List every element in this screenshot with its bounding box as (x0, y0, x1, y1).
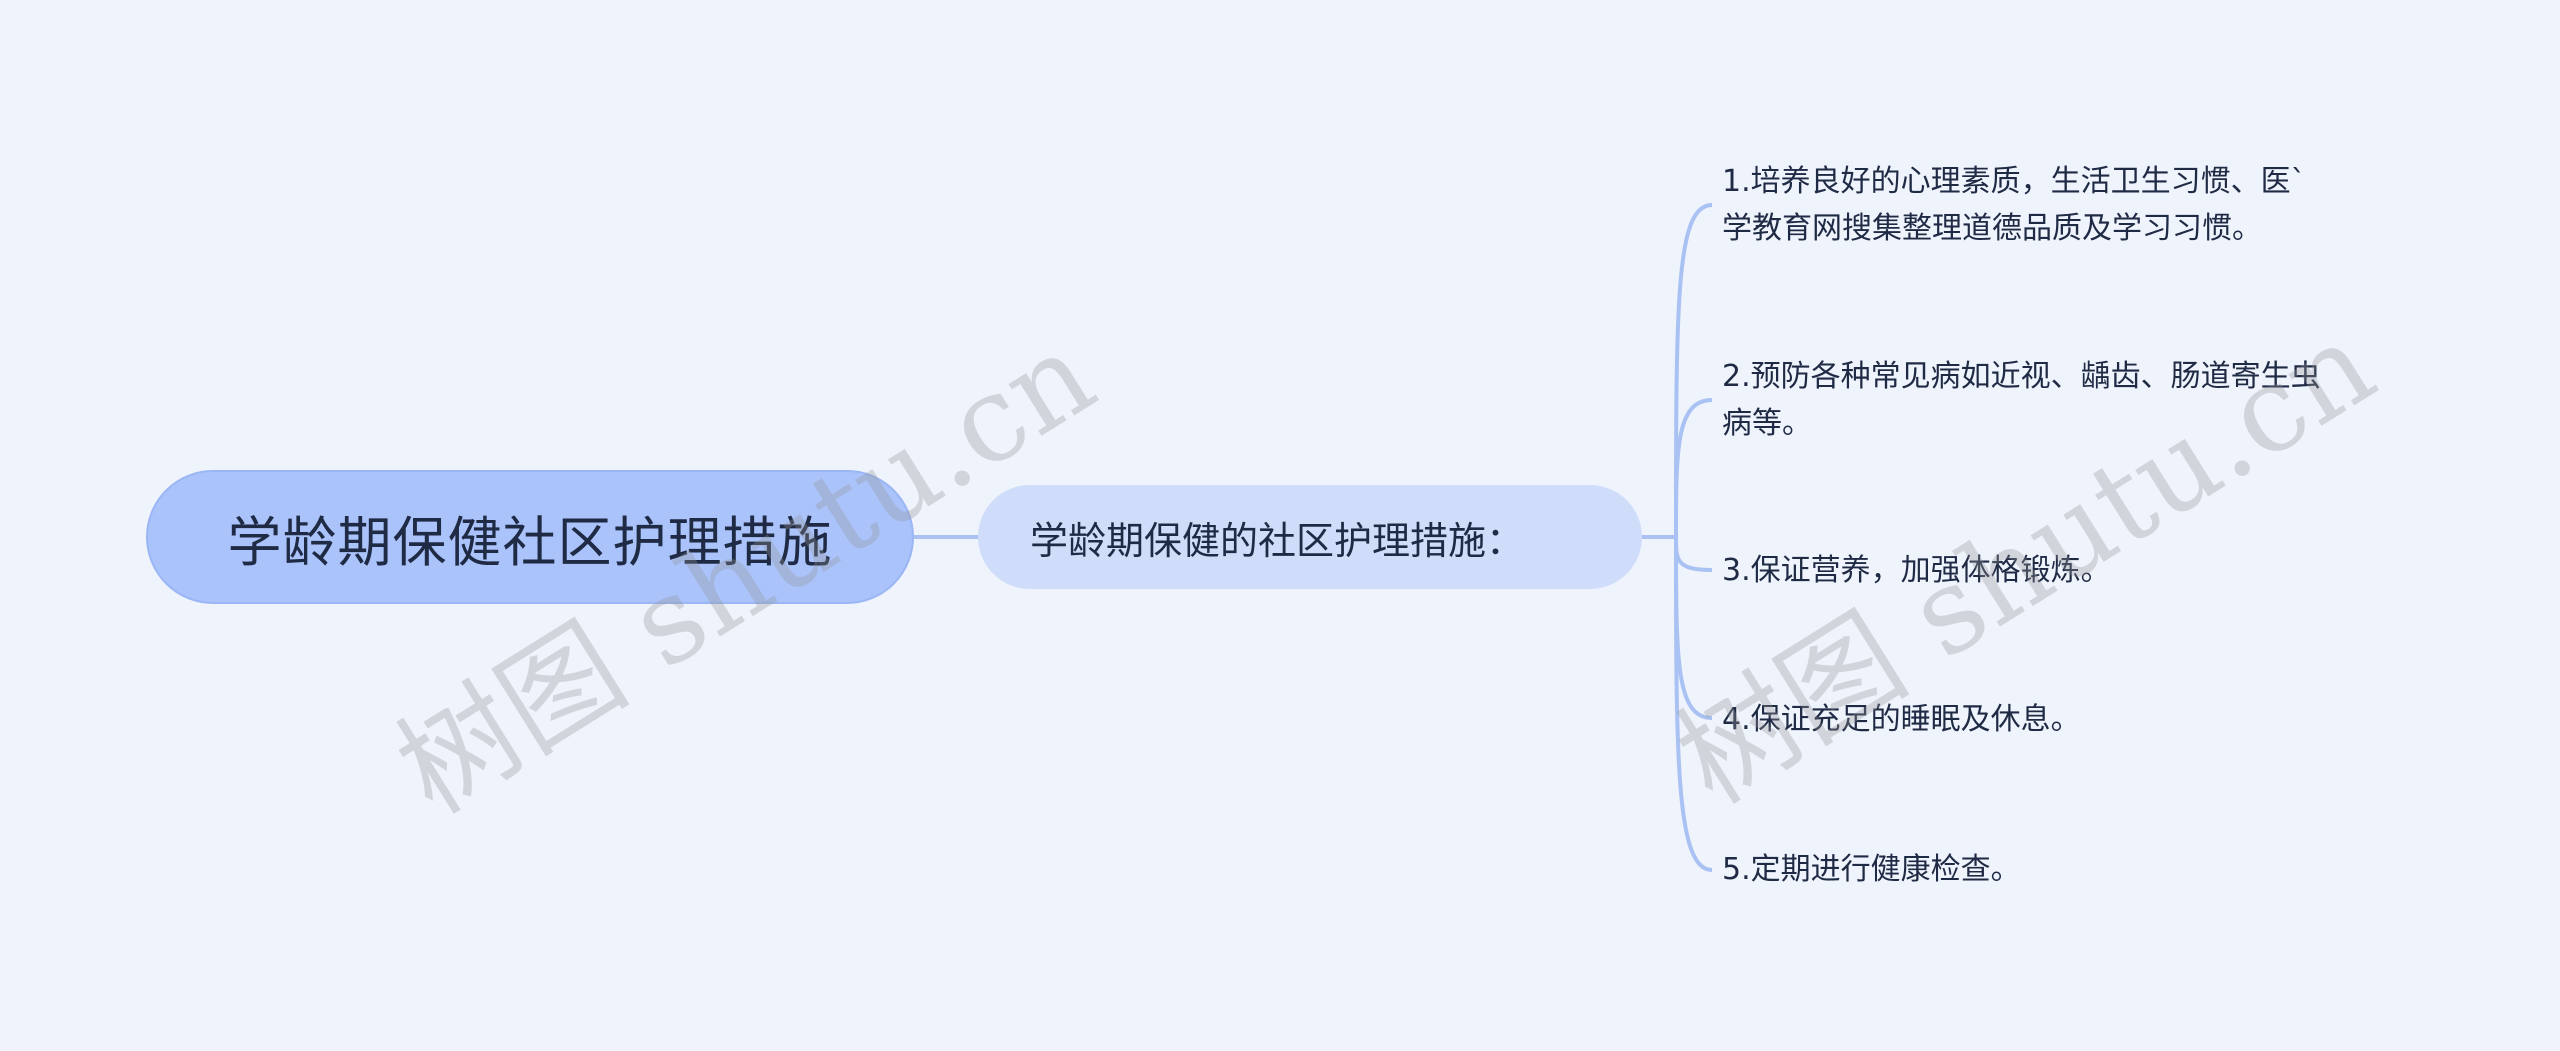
topic-node-label: 学龄期保健的社区护理措施： (1030, 518, 1525, 563)
leaf-5-line-1: 5.定期进行健康检查。 (1722, 852, 2021, 887)
leaf-node-3[interactable]: 3.保证营养，加强体格锻炼。 (1722, 547, 2111, 594)
root-node-label: 学龄期保健社区护理措施 (227, 510, 833, 574)
root-node[interactable]: 学龄期保健社区护理措施 (146, 470, 914, 604)
leaf-1-line-2: 学教育网搜集整理道德品质及学习习惯。 (1722, 211, 2262, 246)
branch-connector-3 (1674, 536, 1713, 572)
leaf-2-line-1: 2.预防各种常见病如近视、龋齿、肠道寄生虫 (1722, 359, 2321, 394)
leaf-node-4[interactable]: 4.保证充足的睡眠及休息。 (1722, 696, 2081, 743)
topic-node[interactable]: 学龄期保健的社区护理措施： (978, 485, 1642, 589)
leaf-1-line-1: 1.培养良好的心理素质，生活卫生习惯、医` (1722, 164, 2306, 199)
leaf-node-1[interactable]: 1.培养良好的心理素质，生活卫生习惯、医` 学教育网搜集整理道德品质及学习习惯。 (1722, 158, 2306, 252)
branch-connector-2 (1674, 398, 1713, 538)
leaf-3-line-1: 3.保证营养，加强体格锻炼。 (1722, 553, 2111, 588)
leaf-2-line-2: 病等。 (1722, 406, 1812, 441)
leaf-node-2[interactable]: 2.预防各种常见病如近视、龋齿、肠道寄生虫 病等。 (1722, 353, 2321, 447)
branch-connector-1 (1674, 203, 1713, 538)
leaf-node-5[interactable]: 5.定期进行健康检查。 (1722, 846, 2021, 893)
branch-connector-5 (1674, 536, 1713, 872)
leaf-4-line-1: 4.保证充足的睡眠及休息。 (1722, 702, 2081, 737)
